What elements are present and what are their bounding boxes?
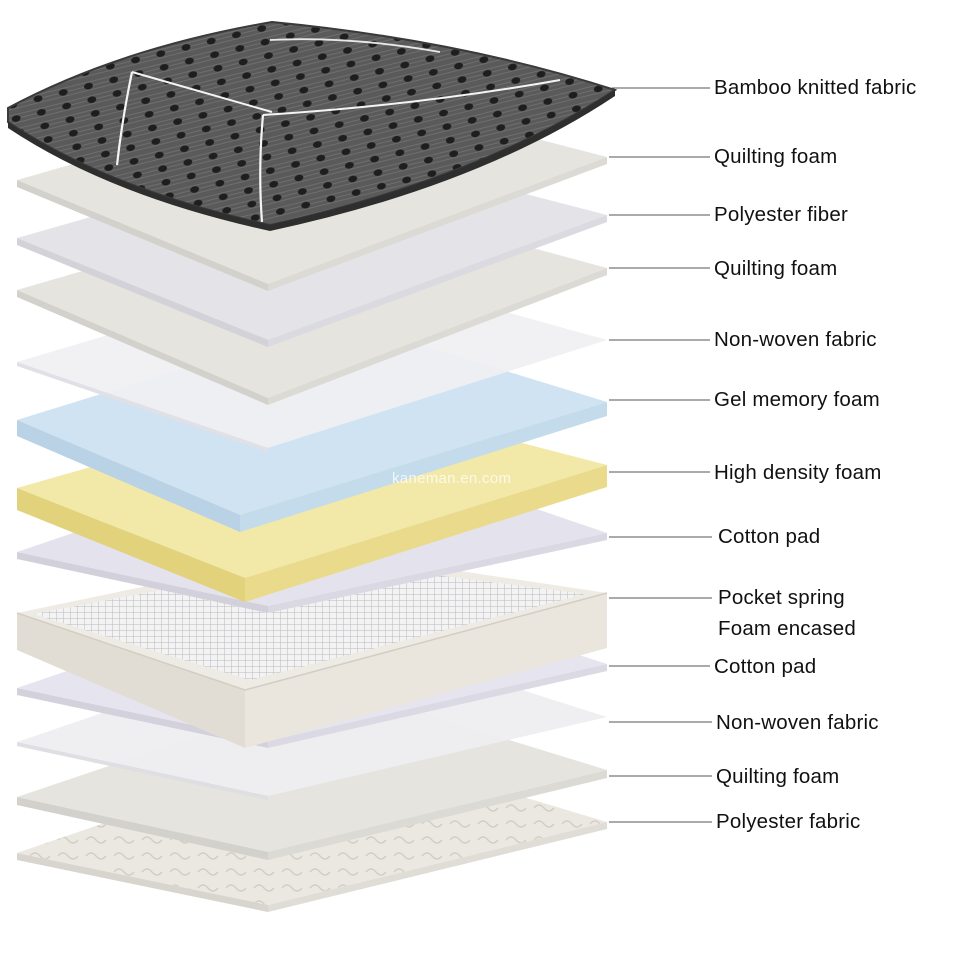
label-high-density-foam: High density foam xyxy=(714,461,881,485)
label-gel-memory-foam: Gel memory foam xyxy=(714,388,880,412)
label-non-woven-fabric-1: Non-woven fabric xyxy=(714,328,877,352)
label-quilting-foam-2: Quilting foam xyxy=(714,257,837,281)
label-non-woven-fabric-2: Non-woven fabric xyxy=(716,711,879,735)
leader-lines xyxy=(609,88,712,822)
label-cotton-pad-1: Cotton pad xyxy=(718,525,820,549)
watermark-text: kaneman.en.com xyxy=(392,470,511,487)
label-quilting-foam-3: Quilting foam xyxy=(716,765,839,789)
label-pocket-spring: Pocket spring xyxy=(718,586,845,610)
label-quilting-foam-1: Quilting foam xyxy=(714,145,837,169)
label-bamboo-knitted-fabric: Bamboo knitted fabric xyxy=(714,76,916,100)
label-cotton-pad-2: Cotton pad xyxy=(714,655,816,679)
label-polyester-fabric: Polyester fabric xyxy=(716,810,860,834)
label-polyester-fiber: Polyester fiber xyxy=(714,203,848,227)
label-foam-encased: Foam encased xyxy=(718,617,856,641)
